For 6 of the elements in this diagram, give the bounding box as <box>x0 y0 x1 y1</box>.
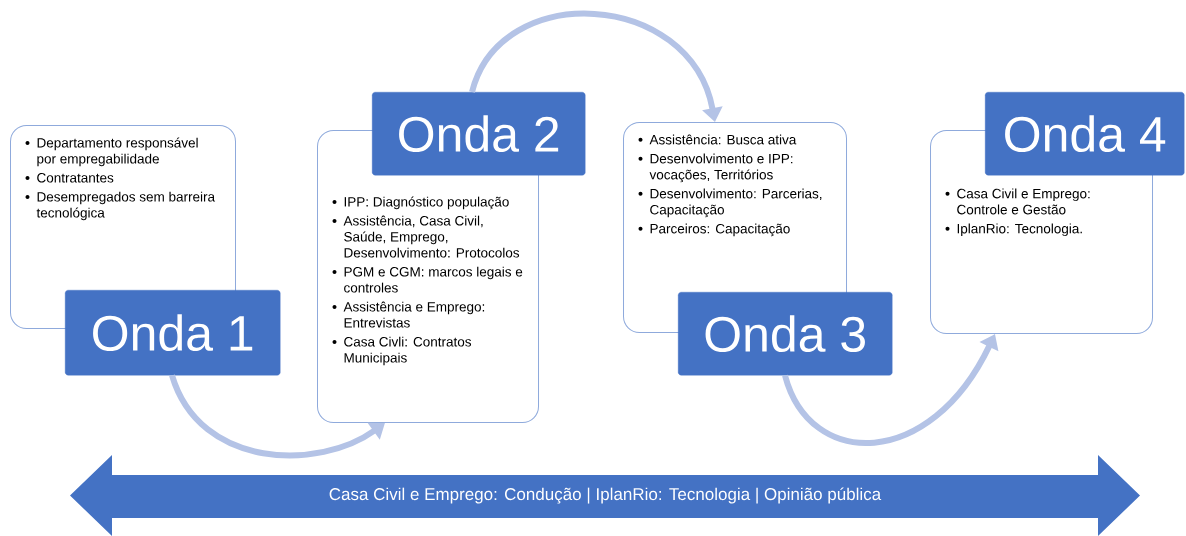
title-box: Onda 4 <box>985 92 1185 176</box>
title-box: Onda 3 <box>678 292 893 376</box>
title-box: Onda 1 <box>65 290 281 376</box>
double-arrow-band: Casa Civil e Emprego: Condução | IplanRio: Tecnologia | Opinião pública <box>70 455 1140 536</box>
curved-arrow <box>169 374 385 459</box>
title-box: Onda 2 <box>372 92 586 176</box>
